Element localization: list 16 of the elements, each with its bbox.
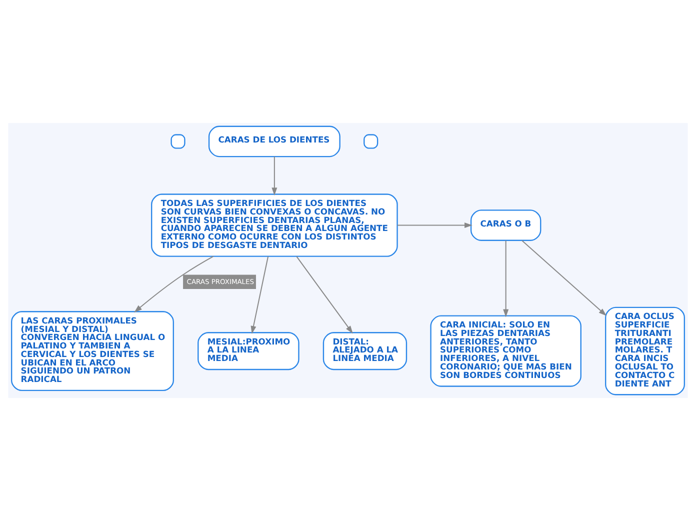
node-box: CARAS O B: [470, 209, 542, 240]
node-box: [364, 134, 378, 148]
node-box: LAS CARAS PROXIMALES (MESIAL Y DISTAL) CONVERGEN HACIA LINGUAL O PALATINO Y TAMBIEN A CERVICAL Y LOS DIENTES SE UBICAN EN EL ARCO SIGUIENDO UN PATRON RADICAL: [11, 310, 174, 391]
arrow: [296, 256, 353, 334]
node-box: [170, 134, 186, 148]
node-box: MESIAL:PROXIMO A LA LINEA MEDIA: [198, 332, 300, 370]
node-box: TODAS LAS SUPERFIFICIES DE LOS DIENTES SON CURVAS BIEN CONVEXAS O CONCAVAS. NO EXISTEN SUPERFICIES DENTARIAS PLANAS, CUANDO APARECEN SE DEBEN A ALGUN AGENTE EXTERNO COMO OCURRE CON LOS DISTINTOS TIPOS DE DESGASTE DENTARIO: [151, 193, 398, 256]
node-box: DISTAL: ALEJADO A LA LINEA MEDIA: [322, 332, 408, 370]
arrow: [272, 156, 278, 195]
arrow: [397, 222, 472, 228]
arrow: [503, 240, 509, 317]
arrow: [250, 256, 269, 334]
node-box: CARA OCLUS SUPERFICIE TRITURANTI PREMOLARE MOLARES. T CARA INCIS OCLUSAL TO CONTACTO C DIENTE ANT: [605, 306, 685, 395]
node-box: CARAS DE LOS DIENTES: [208, 125, 340, 157]
arrow: [522, 240, 607, 316]
node-box: CARA INICIAL: SOLO EN LAS PIEZAS DENTARIAS ANTERIORES, TANTO SUPERIORES COMO INFERIORES, A NIVEL CORONARIO; QUE MAS BIEN SON BORDES CONTINUOS: [430, 314, 582, 386]
